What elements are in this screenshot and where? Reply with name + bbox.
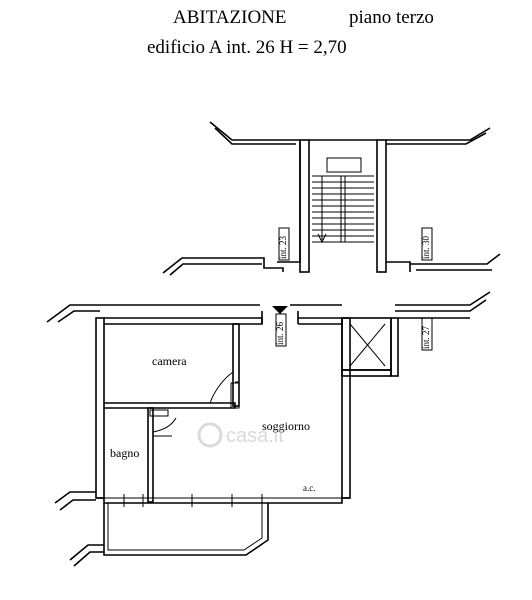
room-camera: camera [152,354,187,368]
room-soggiorno: soggiorno [262,419,310,433]
title-edificio: edificio A int. 26 H = 2,70 [147,37,347,58]
label-ac: a.c. [303,483,316,493]
room-bagno: bagno [110,446,139,460]
svg-text:casa.it: casa.it [226,425,284,447]
title-abitazione: ABITAZIONE [173,7,287,28]
title-piano: piano terzo [349,7,434,28]
upper-stair-block: int. 23 int. 30 [162,121,501,276]
label-int30: int. 30 [421,235,431,259]
apartment-block: int. 27 int. 26 [46,291,491,567]
label-int26: int. 26 [275,321,285,345]
entrance-marker [272,306,288,314]
watermark: casa.it [197,422,284,448]
label-int27: int. 27 [421,325,431,349]
label-int23: int. 23 [278,235,288,259]
watermark-house-icon [197,422,223,448]
